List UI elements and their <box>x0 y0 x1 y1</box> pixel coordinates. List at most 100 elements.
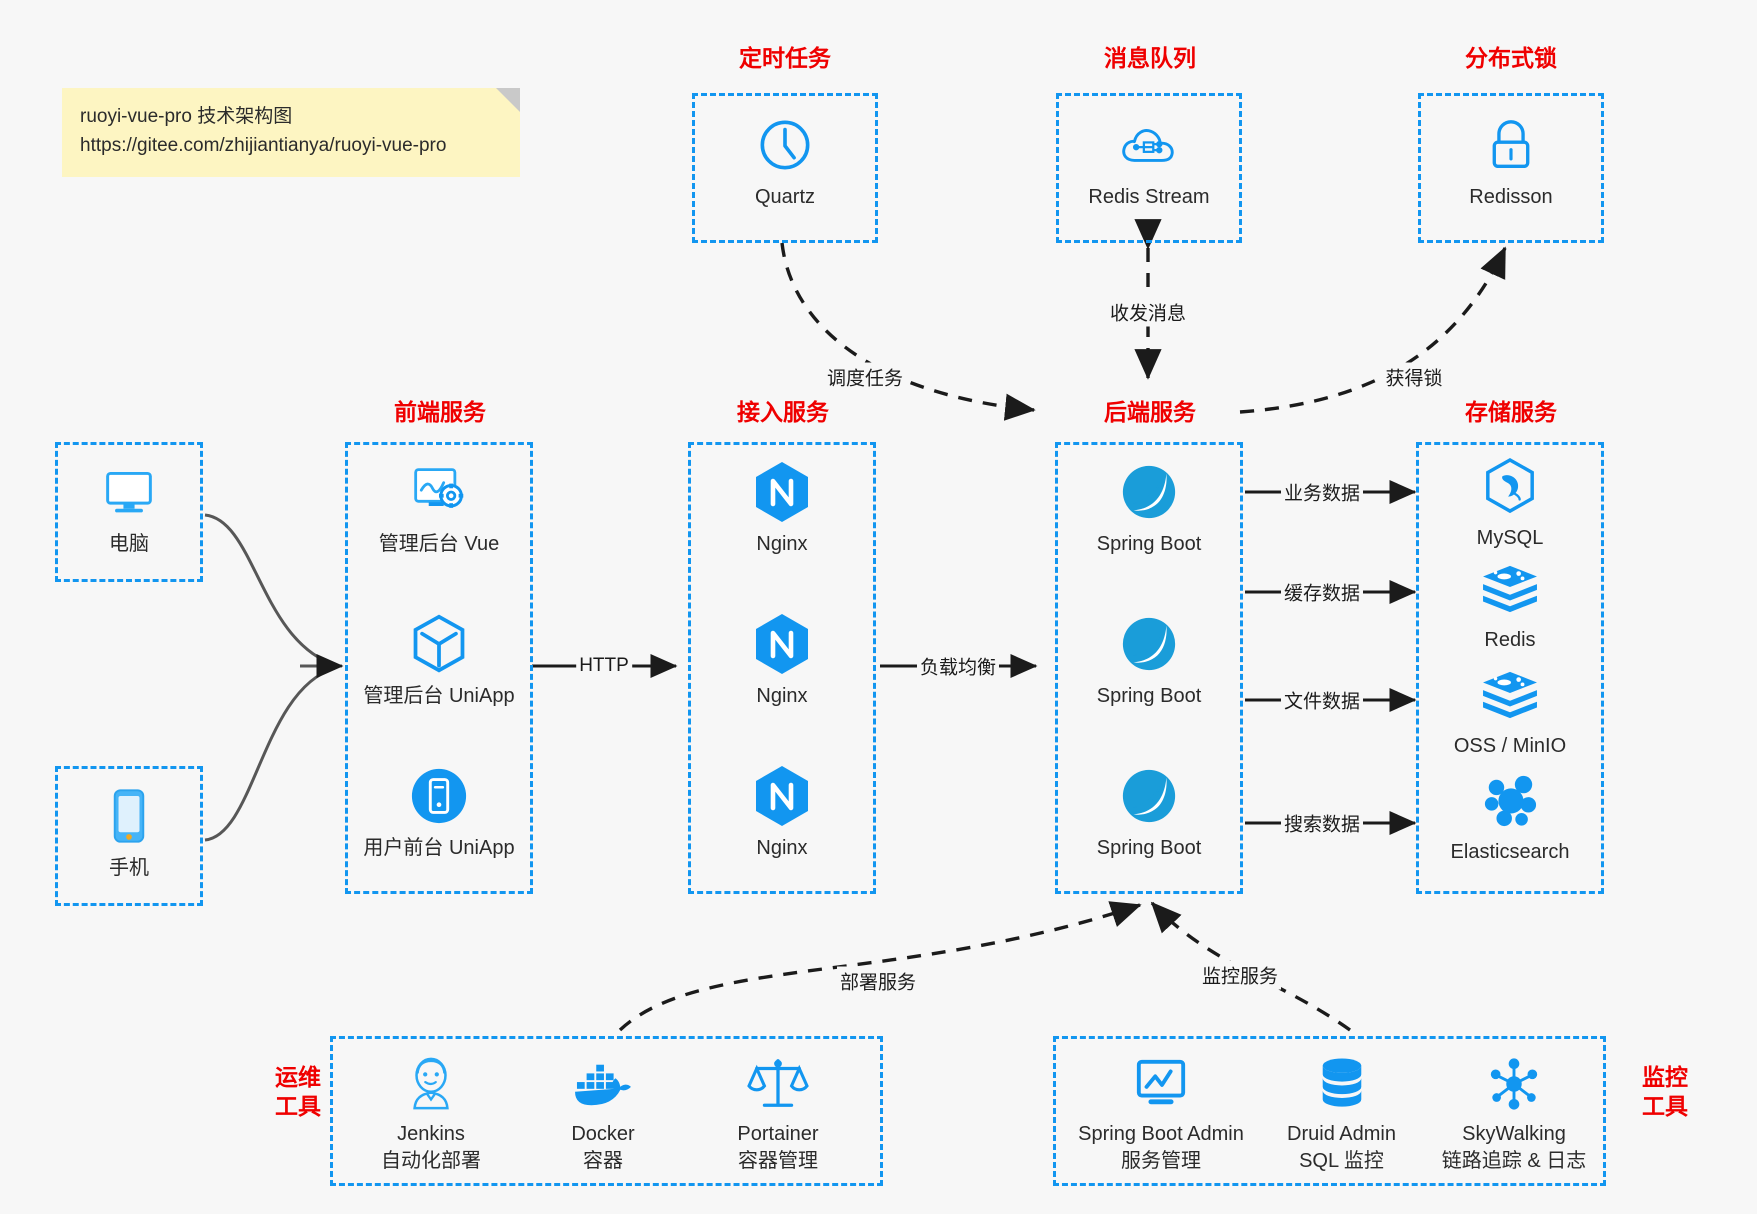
edge-label-monitor-service: 监控服务 <box>1198 960 1282 990</box>
node-quartz[interactable]: Quartz <box>695 114 875 210</box>
node-label: Jenkins <box>397 1123 465 1145</box>
database-icon <box>1254 1053 1429 1115</box>
group-box-scheduler: Quartz <box>692 93 878 243</box>
node-spring-boot-admin[interactable]: Spring Boot Admin 服务管理 <box>1066 1053 1256 1175</box>
node-label: OSS / MinIO <box>1453 735 1567 757</box>
node-sublabel: 容器管理 <box>738 1150 818 1172</box>
node-oss-minio[interactable]: OSS / MinIO <box>1419 663 1601 759</box>
spring-boot-icon <box>1058 461 1240 523</box>
node-spring-boot-3[interactable]: Spring Boot <box>1058 765 1240 861</box>
edge-label-file-data: 文件数据 <box>1280 685 1364 715</box>
node-admin-vue[interactable]: 管理后台 Vue <box>348 461 530 557</box>
node-nginx-2[interactable]: Nginx <box>691 613 873 709</box>
oss-icon <box>1419 663 1601 725</box>
node-docker[interactable]: Docker 容器 <box>523 1053 683 1175</box>
node-label: Redis Stream <box>1088 186 1210 208</box>
node-mobile[interactable]: 手机 <box>58 785 200 881</box>
skywalking-icon <box>1424 1053 1604 1115</box>
node-sublabel: 容器 <box>583 1150 623 1172</box>
nginx-icon <box>691 613 873 675</box>
edge-label-schedule-task: 调度任务 <box>823 362 907 392</box>
mobile-icon <box>58 785 200 847</box>
redis-icon <box>1419 557 1601 619</box>
edge-label-send-receive-message: 收发消息 <box>1106 297 1190 327</box>
group-title-storage: 存储服务 <box>1465 399 1557 425</box>
cloud-stream-icon <box>1059 114 1239 176</box>
node-redis-stream[interactable]: Redis Stream <box>1059 114 1239 210</box>
group-title-frontend: 前端服务 <box>394 399 486 425</box>
group-title-devops: 运维 工具 <box>258 1063 338 1121</box>
nginx-icon <box>691 461 873 523</box>
edge-label-http: HTTP <box>576 654 632 678</box>
edge-label-deploy-service: 部署服务 <box>836 966 920 996</box>
node-redisson[interactable]: Redisson <box>1421 114 1601 210</box>
elasticsearch-icon <box>1419 769 1601 831</box>
node-label: Nginx <box>756 685 808 707</box>
edge-acquire-lock <box>1239 246 1507 414</box>
group-title-gateway: 接入服务 <box>737 399 829 425</box>
node-label: 用户前台 UniApp <box>363 837 515 859</box>
node-label: MySQL <box>1476 527 1544 549</box>
group-title-mq: 消息队列 <box>1104 45 1196 71</box>
group-box-client-desktop: 电脑 <box>55 442 203 582</box>
node-skywalking[interactable]: SkyWalking 链路追踪 & 日志 <box>1424 1053 1604 1175</box>
spring-boot-icon <box>1058 765 1240 827</box>
node-label: Druid Admin <box>1287 1123 1396 1145</box>
node-elasticsearch[interactable]: Elasticsearch <box>1419 769 1601 865</box>
node-redis[interactable]: Redis <box>1419 557 1601 653</box>
group-box-devops: Jenkins 自动化部署 Docker 容器 <box>330 1036 883 1186</box>
edge-label-acquire-lock: 获得锁 <box>1382 362 1446 392</box>
edge-label-cache-data: 缓存数据 <box>1280 577 1364 607</box>
group-title-monitor-line1: 监控 <box>1642 1064 1688 1090</box>
node-label: Docker <box>571 1123 635 1145</box>
node-label: Nginx <box>756 533 808 555</box>
monitor-chart-icon <box>1066 1053 1256 1115</box>
node-sublabel: SQL 监控 <box>1299 1150 1384 1172</box>
uniapp-phone-icon <box>348 765 530 827</box>
node-nginx-3[interactable]: Nginx <box>691 765 873 861</box>
node-spring-boot-1[interactable]: Spring Boot <box>1058 461 1240 557</box>
node-label: Nginx <box>756 837 808 859</box>
docker-icon <box>523 1053 683 1115</box>
group-box-lock: Redisson <box>1418 93 1604 243</box>
node-label: 管理后台 Vue <box>378 533 500 555</box>
group-title-devops-line1: 运维 <box>275 1064 321 1090</box>
group-box-mq: Redis Stream <box>1056 93 1242 243</box>
node-sublabel: 链路追踪 & 日志 <box>1441 1150 1587 1172</box>
uniapp-cube-icon <box>348 613 530 675</box>
mysql-icon <box>1419 455 1601 517</box>
note-line-title: ruoyi-vue-pro 技术架构图 <box>80 106 293 127</box>
node-nginx-1[interactable]: Nginx <box>691 461 873 557</box>
node-portainer[interactable]: Portainer 容器管理 <box>698 1053 858 1175</box>
group-box-backend: Spring Boot Spring Boot Spring Boot <box>1055 442 1243 894</box>
node-label: Spring Boot <box>1096 837 1202 859</box>
node-label: Redis <box>1484 629 1536 651</box>
clock-icon <box>695 114 875 176</box>
edge-desktop-to-frontend <box>204 513 336 667</box>
node-jenkins[interactable]: Jenkins 自动化部署 <box>351 1053 511 1175</box>
group-box-gateway: Nginx Nginx Nginx <box>688 442 876 894</box>
note-fold-corner <box>496 88 520 112</box>
spring-boot-icon <box>1058 613 1240 675</box>
edge-label-search-data: 搜索数据 <box>1280 808 1364 838</box>
node-user-uniapp[interactable]: 用户前台 UniApp <box>348 765 530 861</box>
edge-mobile-to-frontend <box>204 666 336 842</box>
node-label: Quartz <box>754 186 816 208</box>
node-admin-uniapp[interactable]: 管理后台 UniApp <box>348 613 530 709</box>
node-label: 管理后台 UniApp <box>363 685 515 707</box>
node-desktop[interactable]: 电脑 <box>58 461 200 557</box>
nginx-icon <box>691 765 873 827</box>
group-box-frontend: 管理后台 Vue 管理后台 UniApp 用户前台 UniApp <box>345 442 533 894</box>
node-druid-admin[interactable]: Druid Admin SQL 监控 <box>1254 1053 1429 1175</box>
node-mysql[interactable]: MySQL <box>1419 455 1601 551</box>
group-box-storage: MySQL Redis <box>1416 442 1604 894</box>
group-title-scheduler: 定时任务 <box>739 45 831 71</box>
edge-label-load-balance: 负载均衡 <box>916 651 1000 681</box>
node-label: Portainer <box>737 1123 819 1145</box>
node-label: SkyWalking <box>1462 1123 1566 1145</box>
node-spring-boot-2[interactable]: Spring Boot <box>1058 613 1240 709</box>
group-title-monitor-line2: 工具 <box>1642 1092 1688 1119</box>
node-label: 手机 <box>109 857 149 879</box>
node-label: 电脑 <box>109 533 149 555</box>
desktop-icon <box>58 461 200 523</box>
